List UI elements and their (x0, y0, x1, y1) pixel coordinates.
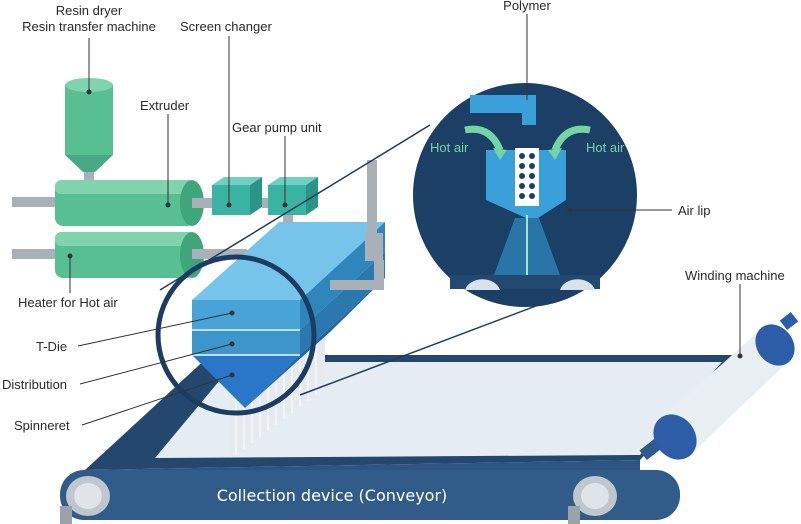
pipe-joint (365, 233, 383, 261)
label-heater-for-hot-air: Heater for Hot air (18, 295, 118, 310)
extruder (12, 180, 214, 226)
magnifier-lens (155, 124, 566, 416)
label-resin-dryer: Resin dryer (56, 3, 123, 18)
resin-dryer-hopper (65, 78, 113, 180)
label-polymer: Polymer (503, 0, 551, 13)
label-hot-air-left: Hot air (430, 140, 469, 155)
label-gear-pump-unit: Gear pump unit (232, 120, 322, 135)
leader-lines (69, 14, 741, 426)
label-screen-changer: Screen changer (180, 19, 272, 34)
label-t-die: T-Die (36, 339, 67, 354)
leader-dots (67, 89, 743, 378)
air-lip-detail-circle (413, 83, 637, 307)
conveyor: Collection device (Conveyor) (60, 355, 735, 524)
heater-for-hot-air (12, 232, 247, 278)
label-extruder: Extruder (140, 98, 190, 113)
gear-pump-unit (268, 177, 318, 229)
winding-machine (639, 311, 799, 460)
screen-changer (212, 177, 262, 215)
label-hot-air-right: Hot air (586, 140, 625, 155)
label-winding-machine: Winding machine (685, 268, 785, 283)
label-spinneret: Spinneret (14, 418, 70, 433)
hot-air-pipe (330, 160, 384, 290)
label-air-lip: Air lip (678, 203, 711, 218)
t-die-assembly (192, 222, 385, 408)
conveyor-label: Collection device (Conveyor) (217, 486, 448, 505)
label-resin-transfer-machine: Resin transfer machine (22, 19, 156, 34)
label-distribution: Distribution (2, 377, 67, 392)
